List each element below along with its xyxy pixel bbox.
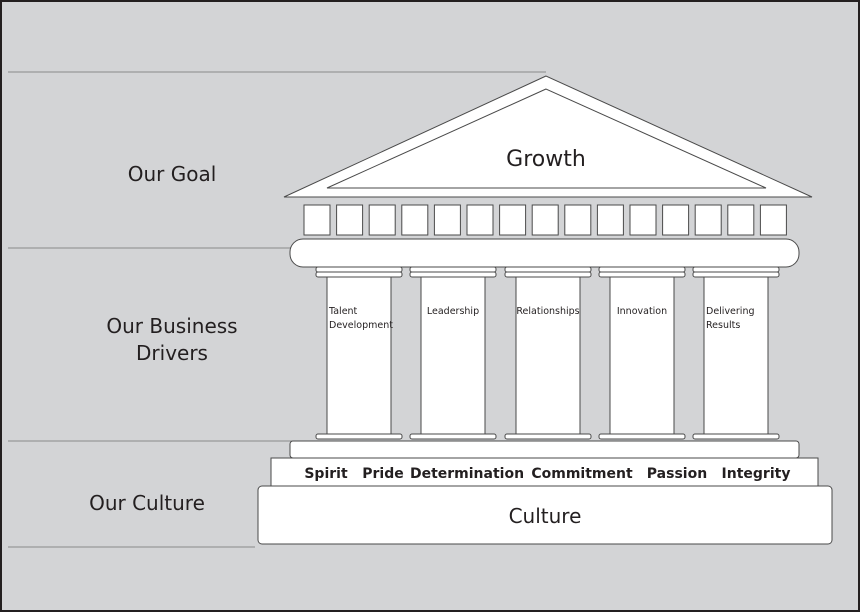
pillar-cap-bottom (315, 433, 403, 440)
frieze (303, 204, 787, 236)
pillar-cap-bottom (598, 433, 686, 440)
frieze-block (433, 204, 461, 236)
value-label: Pride (362, 466, 403, 482)
value-label: Passion (647, 466, 707, 482)
value-label: Spirit (304, 466, 348, 482)
pillar-cap-top (692, 266, 780, 273)
pillar-cap-top (315, 271, 403, 278)
roof-pediment-inner (326, 88, 767, 189)
capital-slab (289, 238, 800, 268)
pillar-label: Delivering (706, 306, 755, 317)
frieze-block (368, 204, 396, 236)
foundation-slab (257, 485, 833, 545)
pillar-cap-top (504, 271, 592, 278)
base-slab (289, 440, 800, 459)
frieze-block (694, 204, 722, 236)
pillar-cap-top (315, 266, 403, 273)
pillar-cap-top (409, 271, 497, 278)
pillar-label: Relationships (516, 306, 579, 317)
pillar-shaft (420, 276, 486, 435)
frieze-block (662, 204, 690, 236)
foundation-label: Culture (509, 504, 582, 528)
pillar-cap-top (692, 271, 780, 278)
pillar-cap-top (598, 266, 686, 273)
pillar-cap-bottom (504, 433, 592, 440)
pillar: Innovation (598, 266, 686, 440)
value-label: Determination (410, 466, 524, 482)
pillar: Leadership (409, 266, 497, 440)
pillar-cap-top (409, 266, 497, 273)
pillar-cap-top (504, 266, 592, 273)
frieze-block (303, 204, 331, 236)
pillar-cap-bottom (409, 433, 497, 440)
value-label: Commitment (531, 466, 633, 482)
row-label-culture: Our Culture (89, 491, 205, 515)
frieze-block (759, 204, 787, 236)
frieze-block (596, 204, 624, 236)
pillar: Relationships (504, 266, 592, 440)
pillar-label: Innovation (617, 306, 667, 317)
roof-title: Growth (506, 147, 586, 172)
frieze-block (336, 204, 364, 236)
pillar-cap-bottom (692, 433, 780, 440)
frieze-block (499, 204, 527, 236)
row-label-drivers-line2: Drivers (136, 341, 208, 365)
pillar-shaft (515, 276, 581, 435)
pillar-shaft (703, 276, 769, 435)
pillar-label: Leadership (427, 306, 479, 317)
frieze-block (401, 204, 429, 236)
row-label-drivers-line1: Our Business (106, 314, 237, 338)
values-list: Spirit Pride Determination Commitment Passio… (304, 466, 790, 482)
pillar-shaft (609, 276, 675, 435)
pillar-label: Development (329, 320, 393, 331)
frieze-block (727, 204, 755, 236)
pillar-label: Talent (328, 306, 358, 317)
row-label-goal: Our Goal (128, 162, 217, 186)
frieze-block (629, 204, 657, 236)
frieze-block (564, 204, 592, 236)
pillar-shaft (326, 276, 392, 435)
frieze-block (466, 204, 494, 236)
pillar-cap-top (598, 271, 686, 278)
pillar-label: Results (706, 320, 740, 331)
value-label: Integrity (722, 466, 791, 482)
frieze-block (531, 204, 559, 236)
